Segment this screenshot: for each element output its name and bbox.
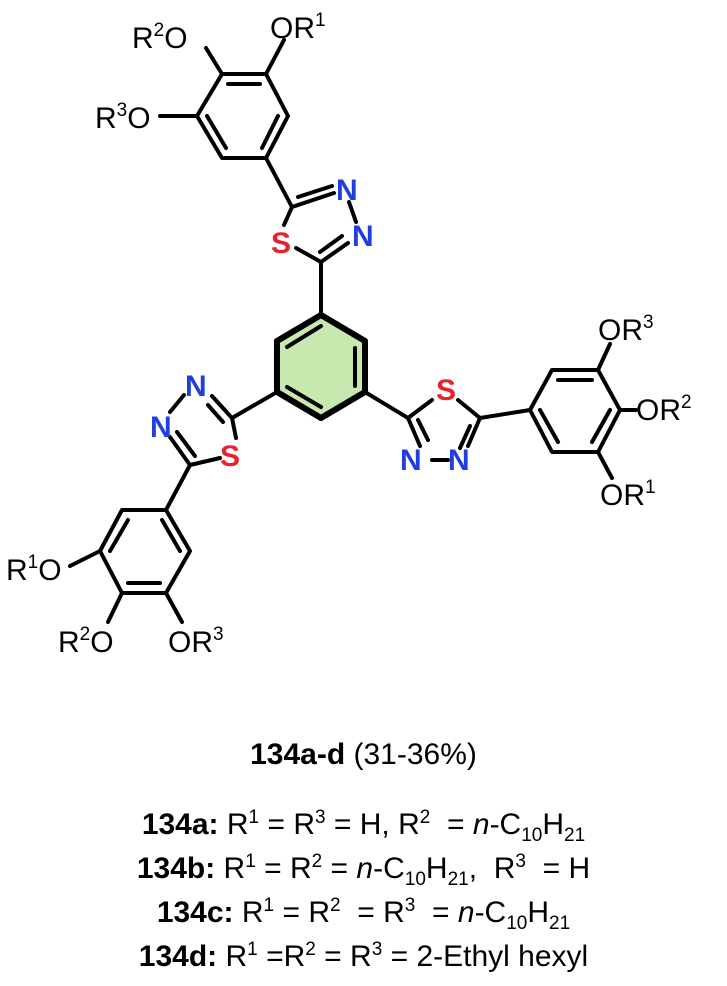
right-aryl-inner-bond xyxy=(590,408,612,444)
left-thiadiazole-bond xyxy=(206,403,225,424)
top-thiadiazole-nitrogen: N xyxy=(336,174,358,207)
right-aryl-substituent-bond xyxy=(596,342,612,372)
left-aryl-ring xyxy=(98,508,192,595)
top-aryl-substituent-bond xyxy=(264,38,286,76)
top-aryl-ring xyxy=(195,72,290,160)
central-benzene-inner-bond xyxy=(285,385,323,409)
top-aryl-substituent-bond xyxy=(204,46,224,76)
left-r2o-label: R2O xyxy=(58,624,114,659)
top-thiadiazole-bond xyxy=(296,184,334,199)
left-r1o-label: R1O xyxy=(6,552,62,587)
core-to-left-thiadiazole-bond xyxy=(230,390,279,420)
compound-label: 134a-d xyxy=(250,738,346,771)
variant-id: 134d: xyxy=(138,940,218,973)
yield-range: (31-36%) xyxy=(353,738,477,771)
right-thiadiazole-bond xyxy=(406,398,434,420)
right-thiadiazole-bond xyxy=(416,418,430,442)
left-aryl-inner-bond xyxy=(108,518,130,553)
top-thiadiazole-bond xyxy=(294,246,323,264)
left-thiadiazole-sulfur: S xyxy=(220,440,240,473)
variant-134a: 134a: R1 = R3 = H, R2 = n-C10H21 xyxy=(141,807,586,846)
top-thiadiazole-nitrogen: N xyxy=(352,220,374,253)
compound-caption: 134a-d (31-36%) xyxy=(0,738,727,772)
core-to-right-thiadiazole-bond xyxy=(363,390,410,420)
left-aryl-link-bond xyxy=(164,463,192,512)
variant-134c: 134c: R1 = R2 = R3 = n-C10H21 xyxy=(156,895,571,934)
left-thiadiazole-bond xyxy=(188,456,222,467)
left-aryl-substituent-bond xyxy=(164,591,184,624)
left-thiadiazole-nitrogen: N xyxy=(150,411,172,444)
left-aryl-substituent-bond xyxy=(68,549,102,568)
top-aryl-link-bond xyxy=(264,156,294,209)
top-thiadiazole-bond xyxy=(318,234,344,254)
top-r2o-label: R2O xyxy=(132,20,188,55)
right-aryl-link-bond xyxy=(478,408,532,420)
top-or1-label: OR1 xyxy=(270,10,326,45)
variant-134b: 134b: R1 = R2 = n-C10H21, R3 = H xyxy=(136,851,591,890)
right-thiadiazole-bond xyxy=(406,416,422,448)
left-thiadiazole-bond xyxy=(210,394,234,420)
right-or3-label: OR3 xyxy=(598,312,654,347)
left-thiadiazole-bond xyxy=(175,430,197,458)
top-thiadiazole-sulfur: S xyxy=(271,227,291,260)
central-benzene-ring xyxy=(274,312,368,421)
variant-id: 134a: xyxy=(141,808,219,841)
right-aryl-ring xyxy=(528,368,622,454)
variant-id: 134b: xyxy=(136,852,216,885)
variant-134d: 134d: R1 =R2 = R3 = 2-Ethyl hexyl xyxy=(138,939,589,973)
variant-id: 134c: xyxy=(156,896,234,929)
left-or3-label: OR3 xyxy=(168,624,224,659)
right-aryl-inner-bond xyxy=(538,408,560,444)
top-aryl-inner-bond xyxy=(260,114,280,150)
left-thiadiazole-nitrogen: N xyxy=(185,370,207,403)
left-thiadiazole-bond xyxy=(168,435,192,467)
right-aryl-substituent-bond xyxy=(596,450,614,480)
right-or1-label: OR1 xyxy=(600,477,656,512)
left-thiadiazole-bond xyxy=(230,416,238,440)
right-thiadiazole-bond xyxy=(456,398,482,420)
right-thiadiazole-nitrogen: N xyxy=(400,444,422,477)
left-thiadiazole-bond xyxy=(168,393,186,414)
central-benzene-inner-bond xyxy=(285,324,323,349)
top-thiadiazole-bond xyxy=(347,200,358,224)
left-aryl-substituent-bond xyxy=(106,591,124,624)
left-aryl-inner-bond xyxy=(160,518,182,553)
right-thiadiazole-sulfur: S xyxy=(436,374,456,407)
top-r3o-label: R3O xyxy=(95,100,151,135)
top-aryl-inner-bond xyxy=(205,114,228,150)
right-or2-label: OR2 xyxy=(636,392,692,427)
top-thiadiazole-bond xyxy=(290,191,336,209)
right-thiadiazole-bond xyxy=(458,424,472,450)
right-thiadiazole-nitrogen: N xyxy=(448,444,470,477)
top-thiadiazole-bond xyxy=(319,241,350,264)
molecule-drawing: S N N OR1 R2O R3O N N S R1O R2O OR3 S N … xyxy=(6,10,692,659)
right-thiadiazole-bond xyxy=(466,416,482,448)
top-thiadiazole-bond xyxy=(282,205,294,227)
